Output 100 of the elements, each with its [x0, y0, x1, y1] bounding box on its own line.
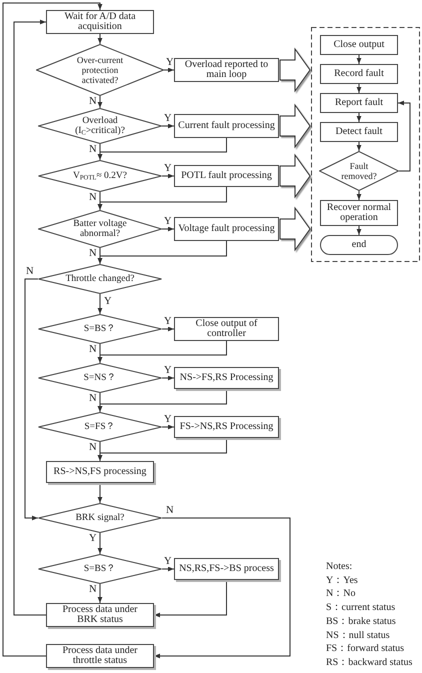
decision-diamond: [38, 160, 162, 192]
process-box: [46, 603, 154, 627]
arrow: [98, 388, 227, 412]
arrow: [2, 2, 102, 656]
edge-label: N: [89, 144, 97, 155]
edge-label: N: [89, 96, 97, 107]
end-terminal: [320, 235, 398, 255]
process-label: Recover normal operation: [326, 202, 392, 224]
process-label: Close output: [334, 40, 384, 50]
edge-label: Y: [166, 57, 174, 68]
arrow: [98, 240, 227, 264]
arrow: [98, 482, 102, 504]
arrow: [162, 326, 174, 332]
process-box: [174, 367, 279, 389]
decision-diamond: [319, 151, 399, 191]
hollow-arrow: [280, 153, 311, 199]
terminal-label: end: [352, 240, 366, 250]
note-text: FS：forward status: [326, 643, 404, 656]
arrow: [98, 340, 227, 364]
process-box: [174, 217, 279, 241]
note-text: S：current status: [326, 602, 396, 614]
process-label: FS->NS,RS Processing: [180, 422, 274, 432]
arrow: [162, 566, 174, 572]
hollow-arrow: [280, 206, 311, 252]
decision-label: S=FS？: [84, 422, 116, 432]
process-box: [320, 93, 398, 113]
process-box: [174, 558, 279, 580]
process-label: Record fault: [334, 68, 384, 80]
edge-label: N: [89, 248, 97, 259]
hollow-arrow: [280, 103, 311, 149]
decision-diamond: [38, 363, 162, 393]
decision-label: Over-current protection activated?: [76, 55, 124, 85]
decision-diamond: [38, 503, 162, 533]
arrow: [356, 142, 362, 152]
edge-label: N: [89, 584, 97, 595]
arrow: [98, 584, 102, 604]
decision-diamond: [38, 554, 162, 584]
process-label: NS,RS,FS->BS process: [179, 564, 274, 574]
note-text: BS：brake status: [326, 616, 396, 628]
arrow: [356, 112, 362, 122]
note-text: RS：backward status: [326, 656, 412, 669]
process-label: Process data under BRK status: [62, 604, 138, 626]
edge-label: Y: [164, 316, 172, 327]
process-box: [320, 35, 398, 55]
arrow: [98, 532, 102, 554]
decision-diamond: [38, 108, 162, 144]
hollow-arrow: [280, 47, 311, 93]
process-label: Current fault processing: [178, 120, 275, 132]
arrow: [154, 518, 290, 658]
arrow: [24, 278, 38, 520]
decision-diamond: [38, 314, 162, 344]
edge-label: N: [89, 344, 97, 355]
decision-label: S=BS？: [84, 564, 116, 574]
edge-label: Y: [164, 163, 172, 174]
process-box: [174, 58, 279, 82]
decision-diamond: [36, 44, 164, 96]
decision-label: Fault removed?: [340, 161, 378, 181]
process-label: Detect fault: [336, 126, 382, 138]
process-label: RS->NS,FS processing: [54, 466, 146, 478]
process-box: [46, 461, 154, 483]
note-text: Notes:: [326, 561, 352, 573]
arrow: [164, 68, 174, 72]
decision-diamond: [38, 412, 162, 442]
process-label: NS->FS,RS Processing: [180, 372, 274, 384]
arrow: [356, 84, 362, 94]
process-label: Process data under throttle status: [62, 646, 138, 666]
note-text: N：No: [326, 588, 356, 600]
decision-label: V$_{POTL}$≈ 0.2V?: [72, 171, 128, 181]
arrow: [162, 226, 174, 232]
edge-label: Y: [164, 365, 172, 376]
process-label: POTL fault processing: [181, 170, 272, 182]
note-text: Y：Yes: [326, 574, 358, 587]
arrow: [162, 124, 174, 128]
edge-label: Y: [89, 533, 97, 544]
edge-label: N: [89, 442, 97, 453]
arrow: [98, 438, 227, 462]
dashed-frame: [311, 27, 420, 262]
process-box: [174, 317, 279, 341]
decision-label: Batter voltage abnormal?: [72, 219, 128, 239]
decision-label: Overload (I$_{C}$>critical)?: [74, 116, 126, 136]
decision-diamond: [38, 264, 162, 294]
arrow: [98, 138, 227, 160]
arrow: [162, 376, 174, 380]
decision-label: S=BS？: [84, 324, 116, 334]
decision-label: BRK signal?: [76, 513, 124, 523]
edge-label: N: [89, 393, 97, 404]
process-label: Wait for A/D data acquisition: [63, 12, 137, 32]
edge-label: N: [89, 192, 97, 203]
process-box: [46, 644, 154, 668]
process-box: [320, 122, 398, 142]
arrow: [98, 294, 102, 314]
process-label: Voltage fault processing: [178, 224, 275, 234]
arrow: [356, 190, 362, 200]
process-box: [320, 64, 398, 84]
edge-label: Y: [104, 296, 112, 307]
edge-label: N: [26, 266, 34, 277]
edge-label: Y: [164, 216, 172, 227]
arrow: [14, 20, 46, 616]
arrow: [356, 226, 362, 236]
arrow: [98, 96, 102, 108]
